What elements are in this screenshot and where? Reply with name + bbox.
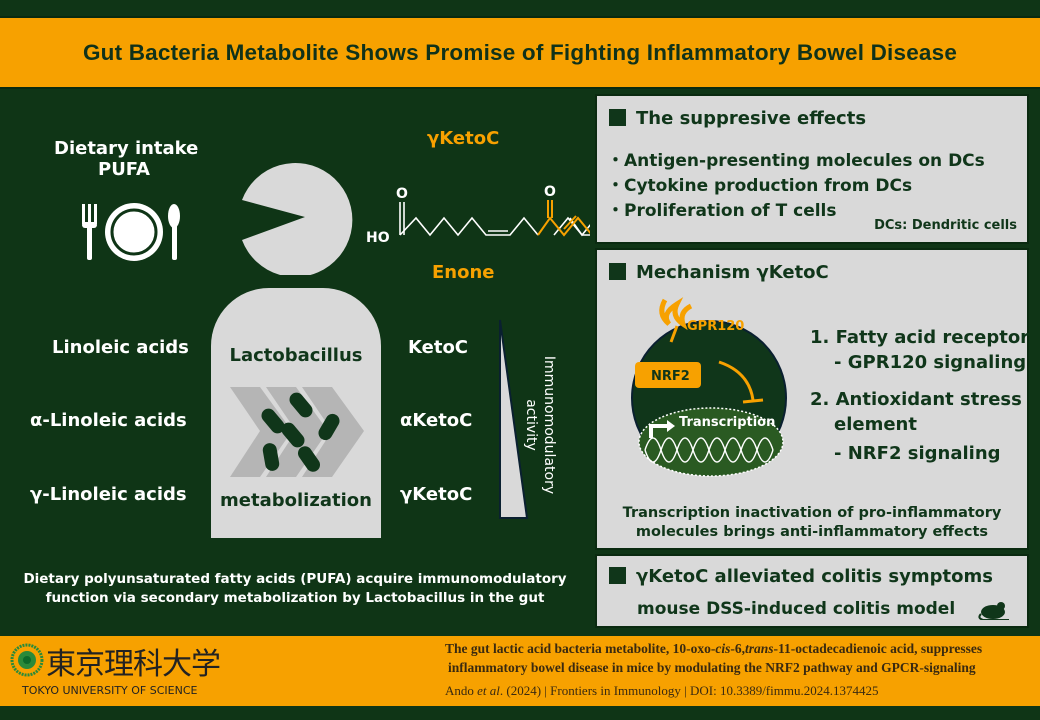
effect-item: ・Cytokine production from DCs: [607, 176, 913, 196]
substrate-alpha-linoleic: α-Linoleic acids: [30, 410, 187, 431]
paper-title-part: -6,: [730, 641, 745, 656]
transcription-label: Transcription: [679, 415, 775, 430]
point-2-cont: element: [834, 414, 917, 435]
activity-line1: Immunomodulatory: [541, 355, 557, 495]
dietary-line1: Dietary intake: [54, 138, 199, 159]
heading-square-icon: [609, 109, 626, 126]
university-logo-en: TOKYO UNIVERSITY OF SCIENCE: [22, 684, 198, 697]
heading-square-icon: [609, 567, 626, 584]
mechanism-panel: Mechanism γKetoC NRF2 GPR120 Transcripti…: [595, 248, 1029, 550]
product-alpha-ketoc: αKetoC: [400, 410, 473, 431]
effect-item: ・Antigen-presenting molecules on DCs: [607, 151, 985, 171]
oxygen-label-2: O: [544, 184, 556, 200]
activity-gradient-triangle: [499, 319, 529, 519]
metabolization-label: metabolization: [220, 490, 372, 511]
mechanism-points: 1. Fatty acid receptor - GPR120 signalin…: [810, 325, 1029, 466]
substrate-gamma-linoleic: γ-Linoleic acids: [30, 484, 187, 505]
point-2-detail: - NRF2 signaling: [834, 443, 1001, 464]
paper-title-part: -11-octadecadienoic acid, suppresses: [773, 641, 983, 656]
colitis-model-label: mouse DSS-induced colitis model: [637, 599, 956, 619]
ketoc-molecule-structure: O O HO: [366, 184, 590, 246]
compound-label: γKetoC: [427, 128, 500, 149]
summary-line2: molecules brings anti-inflammatory effec…: [635, 524, 989, 540]
title-bar: Gut Bacteria Metabolite Shows Promise of…: [0, 16, 1040, 89]
citation-details: . (2024) | Frontiers in Immunology | DOI…: [499, 683, 879, 698]
panel1-heading-text: The suppresive effects: [636, 108, 867, 129]
product-gamma-ketoc: γKetoC: [400, 484, 473, 505]
page-title: Gut Bacteria Metabolite Shows Promise of…: [82, 39, 958, 65]
point-1-detail: - GPR120 signaling: [834, 352, 1027, 373]
nrf2-label: NRF2: [651, 369, 690, 384]
cell-mechanism-diagram: NRF2 GPR120 Transcription: [631, 297, 787, 477]
enone-label: Enone: [432, 262, 495, 283]
left-caption: Dietary polyunsaturated fatty acids (PUF…: [0, 570, 590, 608]
citation: Ando et al. (2024) | Frontiers in Immuno…: [445, 683, 878, 699]
paper-title-line1: The gut lactic acid bacteria metabolite,…: [445, 641, 982, 657]
paper-title-part: The gut lactic acid bacteria metabolite,…: [445, 641, 716, 656]
point-2: 2. Antioxidant stress: [810, 389, 1022, 410]
point-1: 1. Fatty acid receptor: [810, 327, 1030, 348]
summary-line1: Transcription inactivation of pro-inflam…: [622, 505, 1002, 521]
plate-cutlery-icon: [82, 203, 180, 261]
mouse-icon: [978, 602, 1009, 620]
panel2-heading-text: Mechanism γKetoC: [636, 262, 829, 283]
panel3-heading-text: γKetoC alleviated colitis symptoms: [636, 566, 993, 587]
panel1-heading: The suppresive effects: [609, 108, 866, 129]
paper-title-line2: inflammatory bowel disease in mice by mo…: [448, 660, 976, 675]
pacman-eating-icon: [242, 163, 353, 275]
product-ketoc: KetoC: [408, 337, 469, 358]
caption-line2: function via secondary metabolization by…: [45, 590, 545, 606]
suppressive-effects-panel: The suppresive effects ・Antigen-presenti…: [595, 94, 1029, 244]
citation-etal: et al: [477, 683, 500, 698]
colitis-panel: γKetoC alleviated colitis symptoms mouse…: [595, 554, 1029, 628]
caption-line1: Dietary polyunsaturated fatty acids (PUF…: [23, 571, 567, 587]
bacteria-chevrons-icon: [230, 387, 364, 477]
panel2-heading: Mechanism γKetoC: [609, 262, 829, 283]
activity-line2: activity: [523, 399, 539, 451]
substrate-linoleic: Linoleic acids: [52, 337, 189, 358]
dcs-note: DCs: Dendritic cells: [874, 218, 1017, 233]
paper-title-cis: cis: [715, 641, 731, 656]
citation-author: Ando: [445, 683, 478, 698]
university-logo-emblem: [10, 643, 44, 677]
lactobacillus-label: Lactobacillus: [229, 345, 363, 366]
mechanism-summary: Transcription inactivation of pro-inflam…: [597, 504, 1027, 542]
effect-item: ・Proliferation of T cells: [607, 201, 837, 221]
oxygen-label-1: O: [396, 186, 408, 202]
paper-title-trans: trans: [744, 641, 774, 656]
panel3-heading: γKetoC alleviated colitis symptoms: [609, 566, 993, 587]
dietary-line2: PUFA: [98, 159, 150, 180]
university-logo-jp: 東京理科大学: [46, 647, 221, 682]
footer-bar: 東京理科大学 TOKYO UNIVERSITY OF SCIENCE The g…: [0, 636, 1040, 706]
gpr120-label: GPR120: [687, 319, 744, 334]
heading-square-icon: [609, 263, 626, 280]
hydroxyl-label: HO: [366, 230, 390, 246]
